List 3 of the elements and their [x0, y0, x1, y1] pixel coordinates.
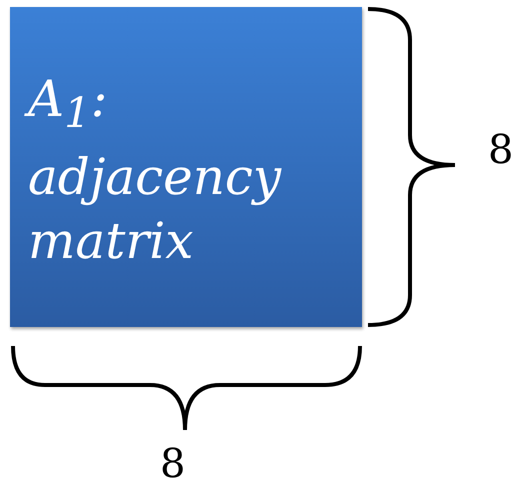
dimension-label: 8: [488, 128, 514, 172]
dimension-label: 8: [160, 442, 186, 486]
matrix-box: [10, 7, 362, 327]
